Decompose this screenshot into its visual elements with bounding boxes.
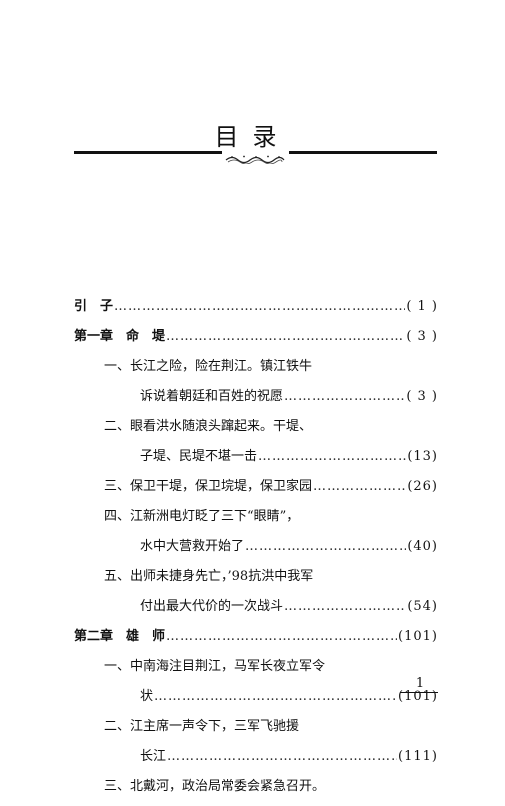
toc-entry-page: (101) (398, 629, 438, 644)
toc-entry-page: (13) (407, 449, 438, 464)
toc-entry-number: 引 子 (74, 299, 114, 314)
toc-entry-title: 子堤、民堤不堪一击 (140, 449, 258, 464)
toc-entry-title: 付出最大代价的一次战斗 (140, 599, 284, 614)
title-rule-right (289, 151, 437, 154)
toc-dot-leader: ……………………………………………………………………………… (114, 299, 405, 314)
toc-section-entry[interactable]: 付出最大代价的一次战斗……………………………………………………………………………… (74, 596, 438, 618)
toc-section-entry[interactable]: 一、长江之险，险在荆江。镇江铁牛 (74, 356, 438, 378)
toc-dot-leader: ……………………………………………………………………………… (166, 329, 405, 344)
toc-entry-title: 长江之险，险在荆江。镇江铁牛 (130, 359, 313, 374)
toc-entry-title: 北戴河，政治局常委会紧急召开。 (130, 779, 326, 794)
toc-dot-leader: ……………………………………………………………………………… (154, 689, 397, 704)
toc-entry-title: 命 堤 (113, 329, 166, 344)
toc-section-entry[interactable]: 三、保卫干堤，保卫垸堤，保卫家园………………………………………………………………… (74, 476, 438, 498)
toc-entry-number: 一、 (104, 359, 131, 374)
toc-entry-title: 江新洲电灯眨了三下“眼睛”， (130, 509, 300, 524)
toc-entry-number: 第一章 (74, 329, 114, 344)
page-number-rule (400, 692, 438, 693)
toc-dot-leader: ……………………………………………………………………………… (245, 539, 406, 554)
toc-section-entry[interactable]: 三、北戴河，政治局常委会紧急召开。 (74, 776, 438, 798)
ornament-icon (225, 155, 285, 164)
toc-chapter-entry[interactable]: 引 子………………………………………………………………………………( 1 ) (74, 296, 438, 318)
toc-dot-leader: ……………………………………………………………………………… (313, 479, 407, 494)
toc-entry-title: 雄 师 (113, 629, 166, 644)
toc-entry-number: 三、 (104, 479, 131, 494)
toc-entry-number: 一、 (104, 659, 131, 674)
toc-entry-page: (40) (407, 539, 438, 554)
toc-section-entry[interactable]: 诉说着朝廷和百姓的祝愿……………………………………………………………………………… (74, 386, 438, 408)
title-rule-left (74, 151, 222, 154)
page-title: 目录 (214, 123, 291, 151)
toc-dot-leader: ……………………………………………………………………………… (284, 389, 405, 404)
toc-section-entry[interactable]: 四、江新洲电灯眨了三下“眼睛”， (74, 506, 438, 528)
toc-entry-page: (54) (407, 599, 438, 614)
toc-chapter-entry[interactable]: 第一章 命 堤………………………………………………………………………………( 3… (74, 326, 438, 348)
toc-entry-page: ( 3 ) (406, 329, 438, 344)
toc-section-entry[interactable]: 一、中南海注目荆江，马军长夜立军令 (74, 656, 438, 678)
toc-entry-number: 二、 (104, 419, 131, 434)
toc-entry-title: 长江 (140, 749, 167, 764)
toc-section-entry[interactable]: 状………………………………………………………………………………(101) (74, 686, 438, 708)
toc-entry-title: 水中大营救开始了 (140, 539, 245, 554)
toc-entry-page: ( 3 ) (406, 389, 438, 404)
table-of-contents: 引 子………………………………………………………………………………( 1 )第一… (74, 296, 438, 806)
toc-entry-title: 状 (140, 689, 154, 704)
toc-section-entry[interactable]: 长江………………………………………………………………………………(111) (74, 746, 438, 768)
toc-chapter-entry[interactable]: 第二章 雄 师………………………………………………………………………………(10… (74, 626, 438, 648)
toc-entry-title: 眼看洪水随浪头蹿起来。干堤、 (130, 419, 313, 434)
toc-section-entry[interactable]: 子堤、民堤不堪一击………………………………………………………………………………(… (74, 446, 438, 468)
toc-entry-title: 江主席一声令下，三军飞驰援 (130, 719, 300, 734)
toc-section-entry[interactable]: 二、江主席一声令下，三军飞驰援 (74, 716, 438, 738)
toc-entry-title: 中南海注目荆江，马军长夜立军令 (130, 659, 326, 674)
toc-entry-number: 五、 (104, 569, 131, 584)
toc-entry-title: 保卫干堤，保卫垸堤，保卫家园 (130, 479, 313, 494)
toc-entry-page: (26) (407, 479, 438, 494)
toc-entry-title: 出师未捷身先亡，’98抗洪中我军 (130, 569, 314, 584)
toc-entry-page: ( 1 ) (406, 299, 438, 314)
toc-dot-leader: ……………………………………………………………………………… (284, 599, 406, 614)
toc-dot-leader: ……………………………………………………………………………… (258, 449, 406, 464)
toc-dot-leader: ……………………………………………………………………………… (166, 629, 397, 644)
toc-section-entry[interactable]: 二、眼看洪水随浪头蹿起来。干堤、 (74, 416, 438, 438)
toc-entry-number: 四、 (104, 509, 131, 524)
toc-entry-number: 第二章 (74, 629, 114, 644)
toc-entry-title: 诉说着朝廷和百姓的祝愿 (140, 389, 284, 404)
toc-entry-page: (111) (398, 749, 438, 764)
toc-entry-number: 三、 (104, 779, 131, 794)
toc-section-entry[interactable]: 水中大营救开始了………………………………………………………………………………(4… (74, 536, 438, 558)
page-number: 1 (415, 676, 425, 691)
toc-entry-number: 二、 (104, 719, 131, 734)
toc-section-entry[interactable]: 五、出师未捷身先亡，’98抗洪中我军 (74, 566, 438, 588)
book-page: 目录 引 子………………………………………………………………………………( 1 … (74, 123, 438, 794)
toc-dot-leader: ……………………………………………………………………………… (167, 749, 397, 764)
